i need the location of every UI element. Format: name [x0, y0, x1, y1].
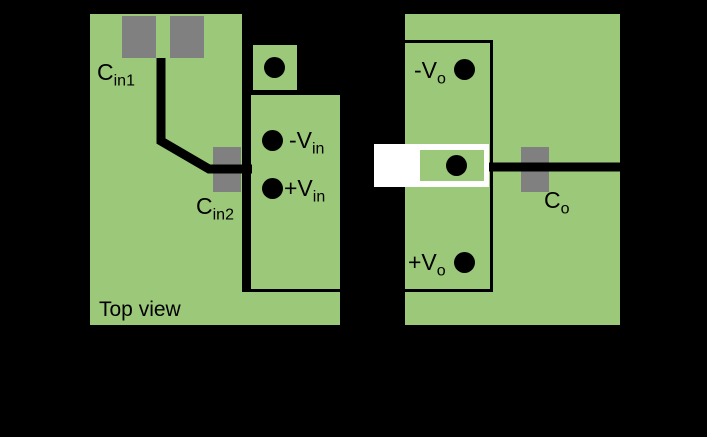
cin1-pad-left [122, 16, 156, 58]
via-neg-vo [454, 59, 475, 80]
label-pos-vo: +Vo [408, 249, 446, 279]
copper-region-bottom-connector [242, 292, 340, 325]
module-outline [248, 40, 493, 292]
label-neg-vo: -Vo [414, 57, 446, 87]
via-neg-vin [262, 130, 283, 151]
via-pos-vin [262, 178, 283, 199]
label-cin1-sub: in1 [113, 72, 135, 90]
label-cin2: Cin2 [196, 193, 234, 223]
label-pos-vin-main: +V [284, 175, 313, 201]
cin1-pad-right [170, 16, 204, 58]
label-pos-vin: +Vin [284, 175, 325, 205]
label-cin1: Cin1 [97, 59, 135, 89]
label-co: Co [544, 187, 570, 217]
label-neg-vo-main: -V [414, 57, 437, 83]
figure-caption: Top view [99, 298, 181, 321]
via-pos-vo [454, 252, 475, 273]
label-co-main: C [544, 187, 561, 213]
via-center-pad [446, 155, 467, 176]
label-cin1-main: C [97, 59, 114, 85]
label-cin2-sub: in2 [212, 206, 234, 224]
label-neg-vo-sub: o [437, 70, 446, 88]
label-pos-vin-sub: in [312, 188, 326, 206]
label-co-sub: o [560, 200, 570, 218]
label-pos-vo-main: +V [408, 249, 437, 275]
label-pos-vo-sub: o [436, 262, 446, 280]
label-neg-vin-sub: in [312, 140, 325, 158]
label-cin2-main: C [196, 193, 213, 219]
via-top-small-pad [264, 57, 285, 78]
figure-caption-text: Top view [99, 298, 181, 321]
input-trace-cin1-to-cin2 [156, 58, 252, 174]
label-neg-vin: -Vin [289, 127, 324, 157]
label-neg-vin-main: -V [289, 127, 312, 153]
